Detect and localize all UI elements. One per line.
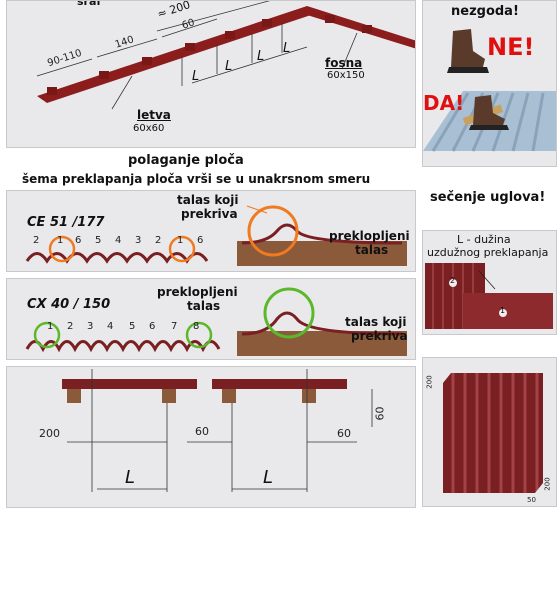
cx-right-label-2: prekriva	[351, 329, 408, 343]
sraf-label: šraf	[77, 0, 102, 8]
letva-label: letva	[137, 108, 171, 122]
fosna-size-label: 60x150	[327, 70, 365, 81]
ce-num-0: 2	[33, 235, 40, 246]
roof-section-panel: šraf ≈ 200 60 140 90-110 L L L L letva 6…	[6, 0, 416, 148]
ce-num-6: 2	[155, 235, 162, 246]
ce-top-label-2: prekriva	[181, 207, 238, 221]
sheet-drawing	[443, 373, 543, 493]
cx-num-2: 3	[87, 321, 94, 332]
marker-2-circle	[449, 279, 457, 287]
ce-num-7: 1	[177, 235, 184, 246]
sheet-dim-width: 50	[527, 496, 536, 504]
L-label-4: L	[283, 41, 291, 56]
ne-label: NE!	[487, 33, 535, 61]
corner-cut-drawing	[425, 263, 553, 329]
boots-drawing	[423, 29, 556, 152]
boot-ne-icon	[447, 29, 489, 73]
cut-label-2: uzdužnog preklapanja	[427, 246, 549, 259]
cx-num-6: 7	[171, 321, 178, 332]
cx-num-4: 5	[129, 321, 136, 332]
ce-num-4: 4	[115, 235, 122, 246]
laying-heading: polaganje ploča	[128, 153, 244, 168]
overlap-detail-drawing	[62, 369, 373, 492]
cx-num-1: 2	[67, 321, 74, 332]
L-overlap-label-2: L	[263, 467, 274, 488]
cx-panel: CX 40 / 150 1 2 3 4 5 6 7 8 preklopljeni…	[6, 278, 416, 360]
L-label-1: L	[192, 69, 200, 84]
overlap-detail-panel: 200 60 60 60 L L	[6, 366, 416, 508]
sheet-panel: 200 200 50	[422, 357, 557, 507]
cx-num-0: 1	[47, 321, 54, 332]
dim-60-left-label: 60	[195, 425, 209, 438]
L-label-2: L	[225, 59, 233, 74]
safety-panel: nezgoda! NE! DA!	[422, 0, 557, 167]
ce-num-2: 6	[75, 235, 82, 246]
safety-title: nezgoda!	[451, 4, 519, 19]
dim-200-label: 200	[39, 427, 60, 440]
cx-model-label: CX 40 / 150	[27, 297, 111, 312]
ce-model-label: CE 51 /177	[27, 215, 105, 230]
ce-right-label-1: preklopljeni	[329, 229, 410, 243]
ce-right-label-2: talas	[355, 243, 389, 257]
cx-num-3: 4	[107, 321, 114, 332]
ce-num-8: 6	[197, 235, 204, 246]
cx-top-label-1: preklopljeni	[157, 285, 238, 299]
letva-size-label: 60x60	[133, 123, 165, 134]
cut-label-1: L - dužina	[457, 233, 511, 246]
overlap-heading: šema preklapanja ploča vrši se u unakrsn…	[22, 172, 371, 186]
ce-top-label-1: talas koji	[177, 193, 239, 207]
cutting-heading: sečenje uglova!	[430, 190, 546, 205]
ce-num-5: 3	[135, 235, 142, 246]
boot-da-icon	[469, 95, 509, 130]
ce-num-1: 1	[57, 235, 64, 246]
cx-top-label-2: talas	[187, 299, 221, 313]
sheet-dim-top: 200	[425, 375, 434, 389]
cx-right-label-1: talas koji	[345, 315, 407, 329]
sheet-dim-bottom: 200	[543, 477, 552, 491]
cx-drawing	[25, 287, 407, 356]
corner-cut-panel: L - dužina uzdužnog preklapanja 2 1	[422, 230, 557, 335]
da-label: DA!	[423, 91, 465, 115]
L-overlap-label-1: L	[125, 467, 136, 488]
marker-1-circle	[499, 309, 507, 317]
dim-60-right-label: 60	[337, 427, 351, 440]
marker-1-label: 1	[500, 306, 506, 315]
fosna-label: fosna	[325, 56, 363, 70]
L-label-3: L	[257, 49, 265, 64]
ce-panel: CE 51 /177 2 1 6 5 4 3 2 1 6 talas koji …	[6, 190, 416, 272]
roof-section-drawing	[36, 1, 415, 110]
ce-num-3: 5	[95, 235, 102, 246]
marker-2-label: 2	[450, 276, 456, 285]
cx-num-5: 6	[149, 321, 156, 332]
cx-num-7: 8	[193, 321, 200, 332]
ce-drawing	[25, 205, 407, 266]
dim-60-vertical-label: 60	[373, 406, 387, 421]
